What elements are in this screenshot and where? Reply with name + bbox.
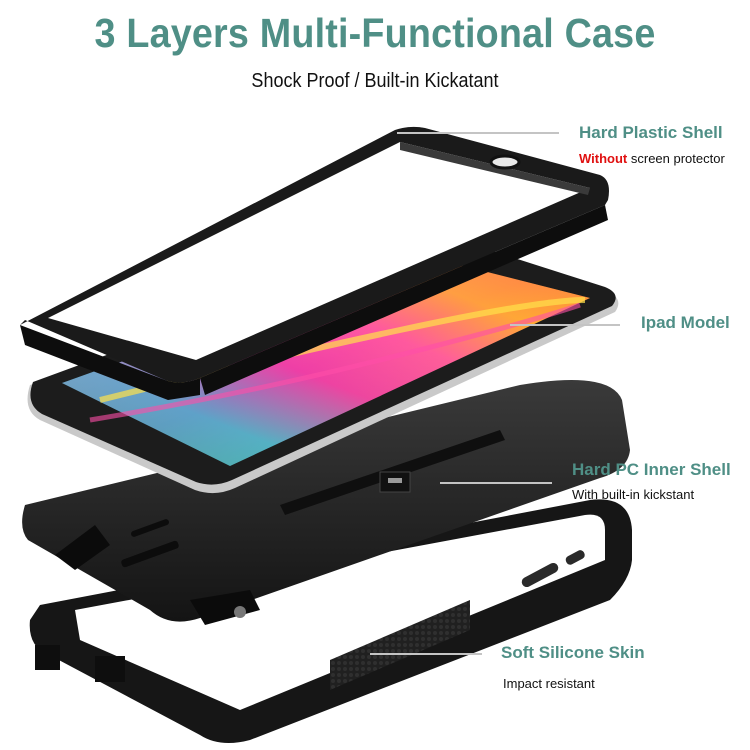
callout-line-ipad-model (510, 324, 620, 326)
pc-inner-shell-layer (22, 380, 630, 625)
callout-desc-hard-pc-inner-shell: With built-in kickstant (572, 487, 695, 502)
callout-desc-hard-plastic-shell: Without screen protector (579, 151, 725, 166)
exploded-case-illustration (20, 126, 632, 744)
callout-title-ipad-model: Ipad Model (641, 313, 730, 332)
page-title: 3 Layers Multi-Functional Case (94, 10, 656, 56)
callout-line-hard-pc-inner-shell (440, 482, 552, 484)
tablet-model-layer (27, 238, 619, 494)
callout-desc-highlight: Without (579, 151, 628, 166)
callout-desc-text: screen protector (627, 151, 725, 166)
callout-title-hard-plastic-shell: Hard Plastic Shell (579, 123, 723, 142)
callout-line-hard-plastic-shell (397, 132, 559, 134)
callout-title-hard-pc-inner-shell: Hard PC Inner Shell (572, 460, 731, 479)
callout-desc-soft-silicone-skin: Impact resistant (503, 676, 595, 691)
callout-line-soft-silicone-skin (370, 653, 482, 655)
hard-plastic-shell-layer (20, 126, 609, 400)
callout-title-soft-silicone-skin: Soft Silicone Skin (501, 643, 645, 662)
silicone-skin-layer (29, 499, 632, 744)
page-subtitle: Shock Proof / Built-in Kickatant (251, 70, 499, 92)
